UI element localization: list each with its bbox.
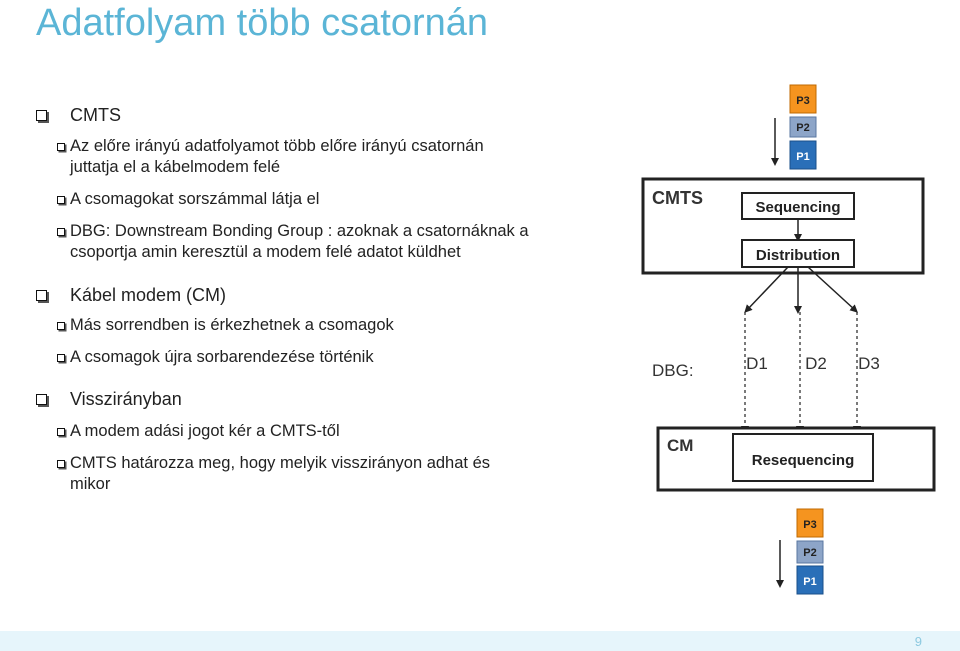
bullet-cm: Kábel modem (CM) (70, 285, 227, 305)
checkbox-bullet-icon (57, 143, 65, 151)
svg-text:P3: P3 (796, 95, 809, 107)
bullet-item: CMTS határozza meg, hogy melyik visszirá… (70, 454, 491, 472)
distribution-box (741, 239, 855, 268)
page-number: 9 (914, 634, 922, 649)
bottom-packet-p2: P2 (796, 540, 824, 564)
sequencing-box (741, 192, 855, 220)
dbg-label: DBG: (652, 361, 694, 380)
bottom-packet-p3: P3 (796, 508, 824, 538)
bullet-upstream: Visszirányban (70, 389, 182, 409)
bullet-list: CMTS Az előre irányú adatfolyamot több e… (0, 0, 600, 520)
cmts-label: CMTS (652, 188, 703, 208)
top-packet-p3: P3 (789, 84, 817, 114)
sequencing-label: Sequencing (755, 199, 840, 216)
checkbox-bullet-icon (57, 322, 65, 330)
bullet-item: A modem adási jogot kér a CMTS-től (70, 422, 340, 440)
bullet-item-cont: mikor (70, 475, 111, 493)
channel-arrow-d1 (744, 266, 789, 313)
bullet-item: A csomagok újra sorbarendezése történik (70, 348, 374, 366)
checkbox-bullet-icon (36, 394, 47, 405)
checkbox-bullet-icon (36, 290, 47, 301)
svg-text:P1: P1 (796, 151, 809, 163)
channel-d2: D2 (805, 354, 827, 373)
checkbox-bullet-icon (36, 110, 47, 121)
svg-text:P1: P1 (803, 576, 816, 588)
top-packet-p1: P1 (789, 140, 817, 170)
resequencing-box (732, 433, 874, 482)
bullet-cmts: CMTS (70, 105, 121, 125)
channel-d3: D3 (858, 354, 880, 373)
checkbox-bullet-icon (57, 196, 65, 204)
bottom-packet-p1: P1 (796, 565, 824, 595)
checkbox-bullet-icon (57, 428, 65, 436)
bullet-item: DBG: Downstream Bonding Group : azoknak … (70, 222, 529, 240)
slide-footer (0, 631, 960, 651)
channel-arrow-d3 (807, 266, 858, 313)
svg-text:P2: P2 (796, 122, 809, 134)
bullet-item-cont: csoportja amin keresztül a modem felé ad… (70, 243, 461, 261)
cm-label: CM (667, 436, 693, 455)
checkbox-bullet-icon (57, 354, 65, 362)
bullet-item: A csomagokat sorszámmal látja el (70, 190, 320, 208)
channel-d1: D1 (746, 354, 768, 373)
checkbox-bullet-icon (57, 460, 65, 468)
resequencing-label: Resequencing (752, 452, 855, 469)
top-packet-p2: P2 (789, 116, 817, 138)
slide-title: Adatfolyam több csatornán (36, 2, 489, 44)
svg-text:P2: P2 (803, 547, 816, 559)
bullet-item-cont: juttatja el a kábelmodem felé (70, 158, 281, 176)
checkbox-bullet-icon (57, 228, 65, 236)
distribution-label: Distribution (756, 247, 840, 264)
bullet-item: Az előre irányú adatfolyamot több előre … (70, 137, 484, 155)
svg-text:P3: P3 (803, 519, 816, 531)
bullet-item: Más sorrendben is érkezhetnek a csomagok (70, 316, 394, 334)
